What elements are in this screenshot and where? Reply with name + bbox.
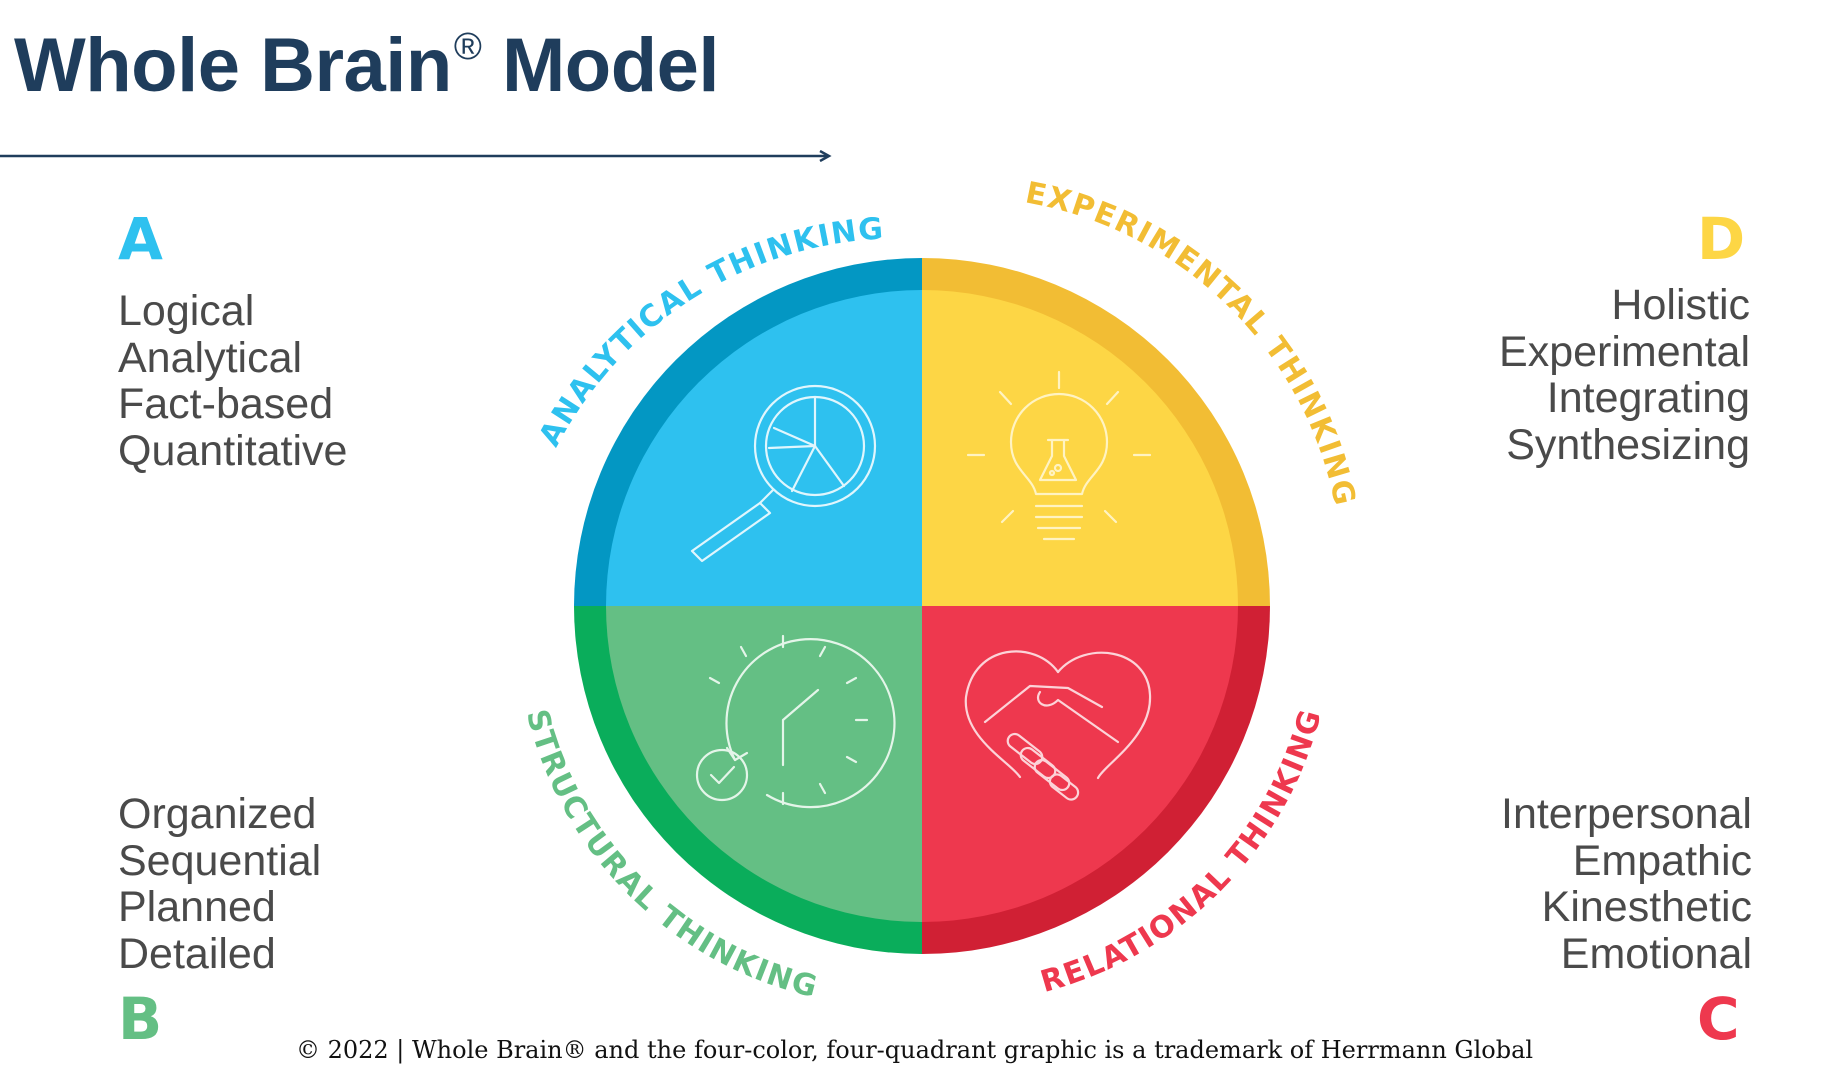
quadrant-letter-d: D bbox=[1697, 205, 1746, 273]
trait-item: Logical bbox=[118, 287, 255, 335]
page-title: Whole Brain® Model bbox=[14, 22, 720, 109]
trait-item: Detailed bbox=[118, 929, 276, 978]
trait-item: Emotional bbox=[1560, 929, 1752, 978]
trait-item: Integrating bbox=[1546, 374, 1750, 422]
trait-item: Sequential bbox=[118, 836, 322, 885]
traits-list-a: Logical Analytical Fact-based Quantitati… bbox=[118, 288, 347, 474]
magnifying-glass-pie-chart-icon bbox=[690, 384, 877, 563]
quadrant-c bbox=[922, 606, 1238, 922]
title-underline-arrow bbox=[0, 150, 832, 162]
trait-item: Interpersonal bbox=[1501, 790, 1752, 838]
trait-item: Planned bbox=[118, 883, 276, 931]
trait-item: Analytical bbox=[118, 333, 303, 382]
traits-list-c: Interpersonal Empathic Kinesthetic Emoti… bbox=[1501, 791, 1752, 977]
copyright-footer: © 2022 | Whole Brain® and the four-color… bbox=[295, 1036, 1534, 1064]
trait-item: Synthesizing bbox=[1506, 420, 1750, 469]
title-text: Whole Brain bbox=[14, 23, 452, 108]
title-suffix: Model bbox=[481, 23, 720, 108]
traits-list-d: Holistic Experimental Integrating Synthe… bbox=[1499, 282, 1750, 468]
clock-checkmark-icon bbox=[695, 634, 896, 809]
registered-mark: ® bbox=[453, 26, 482, 68]
trait-item: Fact-based bbox=[118, 380, 334, 428]
quadrant-letter-c: C bbox=[1697, 985, 1740, 1053]
trait-item: Quantitative bbox=[118, 426, 348, 475]
lightbulb-flask-icon bbox=[966, 370, 1152, 541]
heart-handshake-icon bbox=[964, 650, 1152, 801]
trait-item: Empathic bbox=[1572, 836, 1752, 885]
quadrant-b bbox=[606, 606, 922, 922]
trait-item: Experimental bbox=[1499, 327, 1750, 376]
quadrant-a bbox=[606, 290, 922, 606]
trait-item: Organized bbox=[118, 790, 317, 838]
trait-item: Kinesthetic bbox=[1541, 883, 1752, 931]
quadrant-d bbox=[922, 290, 1238, 606]
quadrant-letter-a: A bbox=[118, 205, 163, 273]
traits-list-b: Organized Sequential Planned Detailed bbox=[118, 791, 321, 977]
trait-item: Holistic bbox=[1611, 281, 1750, 329]
quadrant-letter-b: B bbox=[118, 985, 163, 1053]
